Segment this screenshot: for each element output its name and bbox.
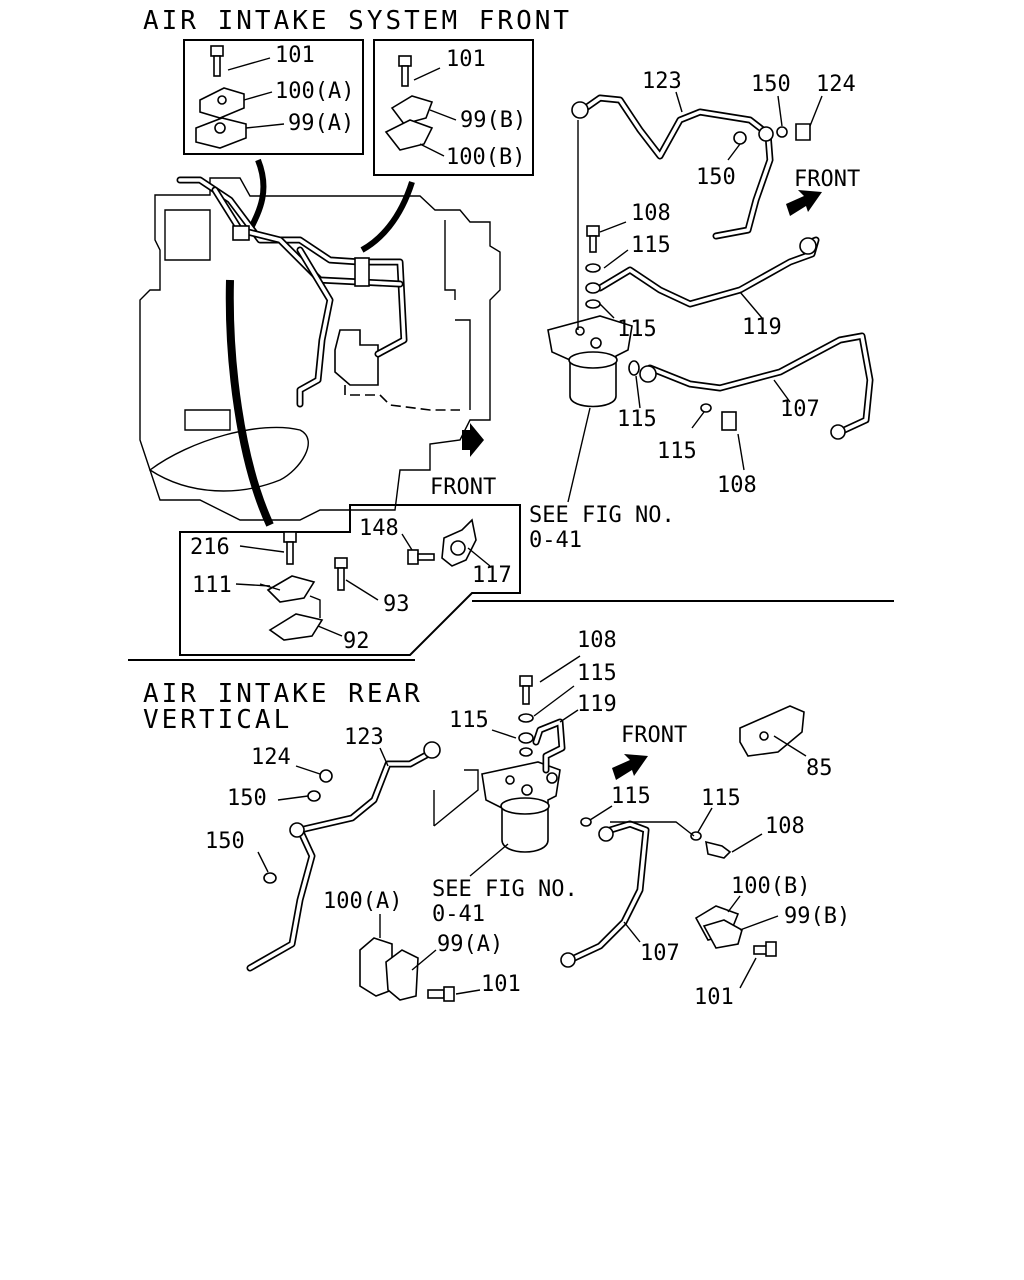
- front-dir-label-top: FRONT: [794, 167, 860, 192]
- label-115: 115: [617, 317, 657, 342]
- front-section-title: AIR INTAKE SYSTEM FRONT: [143, 6, 572, 36]
- label-108: 108: [577, 628, 617, 653]
- label-99b: 99(B): [460, 108, 526, 133]
- front-dir-label-rear: FRONT: [621, 723, 687, 748]
- label-150: 150: [751, 72, 791, 97]
- label-108: 108: [717, 473, 757, 498]
- clamp-icon: [385, 949, 419, 1001]
- bolt-icon: [407, 549, 419, 565]
- rear-section-title-line2: VERTICAL: [143, 705, 292, 735]
- label-85: 85: [806, 756, 833, 781]
- bolt-icon: [283, 531, 297, 543]
- bracket-icon: [266, 575, 316, 603]
- fig-no-label: 0-41: [529, 528, 582, 553]
- label-101: 101: [694, 985, 734, 1010]
- label-101: 101: [481, 972, 521, 997]
- see-fig-label: SEE FIG NO.: [529, 503, 675, 528]
- rear-filter-assembly: [246, 655, 807, 1002]
- label-107: 107: [640, 941, 680, 966]
- label-115: 115: [611, 784, 651, 809]
- label-119: 119: [742, 315, 782, 340]
- label-115: 115: [657, 439, 697, 464]
- inset-box-c: 216 148 111 93 117 92: [179, 504, 521, 656]
- label-123: 123: [344, 725, 384, 750]
- label-93: 93: [383, 592, 410, 617]
- engine-outline: [139, 158, 501, 527]
- label-115: 115: [631, 233, 671, 258]
- inset-box-a: 101 100(A) 99(A): [183, 39, 364, 155]
- label-119: 119: [577, 692, 617, 717]
- label-150: 150: [227, 786, 267, 811]
- label-99b: 99(B): [784, 904, 850, 929]
- label-216: 216: [190, 535, 230, 560]
- label-101: 101: [446, 47, 486, 72]
- cap-icon: [795, 123, 811, 141]
- label-100b: 100(B): [446, 145, 525, 170]
- label-99a: 99(A): [437, 932, 503, 957]
- label-150: 150: [696, 165, 736, 190]
- label-124: 124: [816, 72, 856, 97]
- front-arrow-icon: [462, 423, 484, 457]
- bracket-icon: [739, 705, 805, 757]
- bolt-icon: [210, 45, 224, 57]
- label-101: 101: [275, 43, 315, 68]
- label-123: 123: [642, 69, 682, 94]
- rear-section-title-line1: AIR INTAKE REAR: [143, 679, 423, 709]
- front-dir-label-mid: FRONT: [430, 475, 496, 500]
- fig-no-label-rear: 0-41: [432, 902, 485, 927]
- label-108: 108: [631, 201, 671, 226]
- front-filter-assembly: [547, 91, 874, 503]
- label-92: 92: [343, 629, 370, 654]
- label-115: 115: [701, 786, 741, 811]
- label-148: 148: [359, 516, 399, 541]
- label-117: 117: [472, 563, 512, 588]
- label-150: 150: [205, 829, 245, 854]
- engine-pipes: [176, 176, 408, 408]
- label-111: 111: [192, 573, 232, 598]
- label-107: 107: [780, 397, 820, 422]
- label-108: 108: [765, 814, 805, 839]
- see-fig-label-rear: SEE FIG NO.: [432, 877, 578, 902]
- front-arrow-icon: [786, 190, 822, 216]
- label-124: 124: [251, 745, 291, 770]
- clamp-icon: [390, 95, 434, 125]
- bolt-icon: [398, 55, 412, 67]
- bracket-icon: [268, 613, 324, 641]
- label-99a: 99(A): [288, 111, 354, 136]
- inset-box-b: 101 99(B) 100(B): [373, 39, 534, 176]
- label-100a: 100(A): [323, 889, 402, 914]
- front-arrow-icon: [612, 754, 648, 780]
- label-115: 115: [617, 407, 657, 432]
- bolt-icon: [334, 557, 348, 569]
- label-100a: 100(A): [275, 79, 354, 104]
- label-100b: 100(B): [731, 874, 810, 899]
- label-115: 115: [449, 708, 489, 733]
- label-115: 115: [577, 661, 617, 686]
